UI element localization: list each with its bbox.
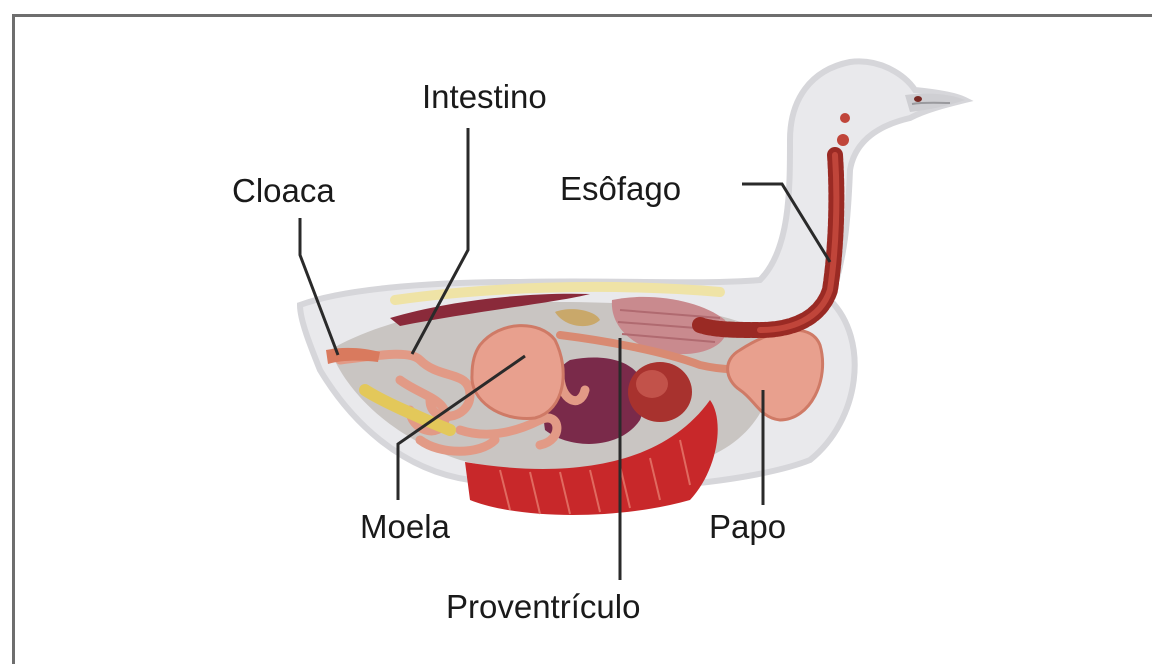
label-intestino: Intestino [422, 80, 547, 113]
label-proventriculo: Proventrículo [446, 590, 640, 623]
gizzard [472, 326, 563, 419]
label-papo: Papo [709, 510, 786, 543]
label-cloaca: Cloaca [232, 174, 335, 207]
label-moela: Moela [360, 510, 450, 543]
label-esofago: Esôfago [560, 172, 681, 205]
